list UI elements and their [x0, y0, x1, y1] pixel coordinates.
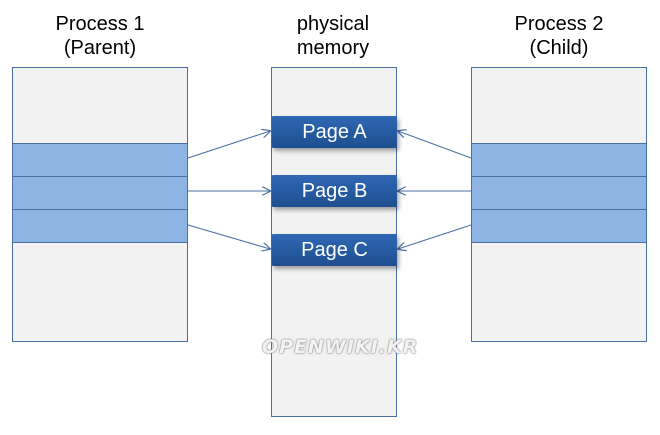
- page-c-block: Page C: [272, 234, 397, 266]
- process2-title-line1: Process 2: [514, 13, 604, 35]
- process1-title-line2: (Parent): [63, 37, 137, 59]
- page-a-block: Page A: [272, 116, 397, 148]
- process1-page-entry-a: [13, 143, 187, 177]
- page-b-block: Page B: [272, 175, 397, 207]
- physical-memory-title-line1: physical: [296, 13, 370, 35]
- process1-title-line1: Process 1: [55, 13, 145, 35]
- process1-title: Process 1 (Parent): [12, 12, 188, 60]
- process2-title: Process 2 (Child): [471, 12, 647, 60]
- process1-memory-box: [12, 67, 188, 342]
- arrow-p2-to-page-a: [398, 131, 472, 159]
- arrow-p2-to-page-c: [398, 224, 472, 249]
- process2-memory-box: [471, 67, 647, 342]
- arrow-p1-to-page-c: [187, 224, 270, 249]
- arrow-p1-to-page-a: [187, 131, 270, 159]
- physical-memory-title-line2: memory: [296, 37, 370, 59]
- watermark-text: OPENWIKI.KR: [262, 336, 419, 358]
- process2-title-line2: (Child): [529, 37, 589, 59]
- process2-page-entry-c: [472, 209, 646, 243]
- physical-memory-title: physical memory: [262, 12, 404, 60]
- process1-page-entry-c: [13, 209, 187, 243]
